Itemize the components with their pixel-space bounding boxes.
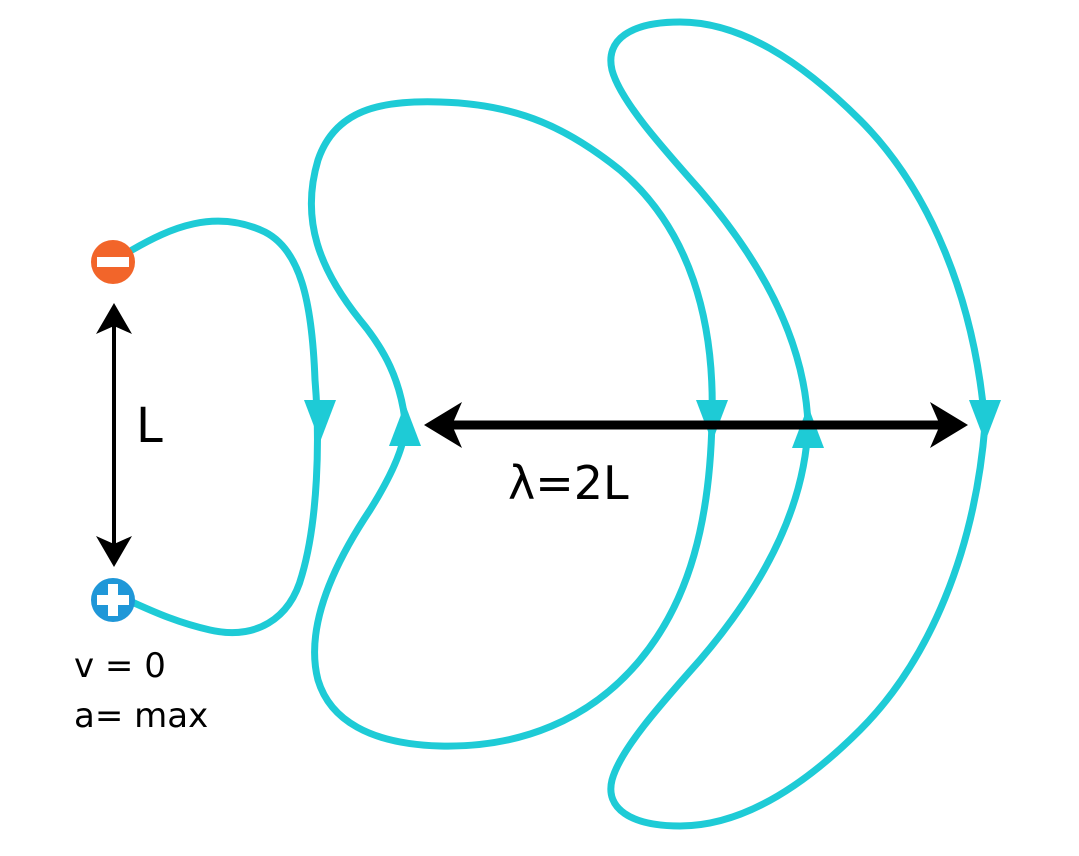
separation-label: L [136,398,163,454]
acceleration-label: a= max [74,696,209,736]
wavelength-arrow [424,402,968,448]
velocity-label: v = 0 [74,646,166,686]
arrowhead-down-1 [304,400,336,442]
field-line-loop-1 [128,217,321,637]
negative-charge-icon [91,240,135,284]
positive-charge-icon [91,578,135,622]
separation-arrowhead-down [96,536,132,567]
separation-arrowhead-up [96,303,132,334]
arrowhead-up-2 [389,404,421,446]
wavelength-label: λ=2L [508,456,629,510]
arrowhead-down-5 [969,400,1001,442]
wavelength-arrowhead-right [930,402,968,448]
separation-arrow [96,303,132,567]
wavelength-arrowhead-left [424,402,462,448]
